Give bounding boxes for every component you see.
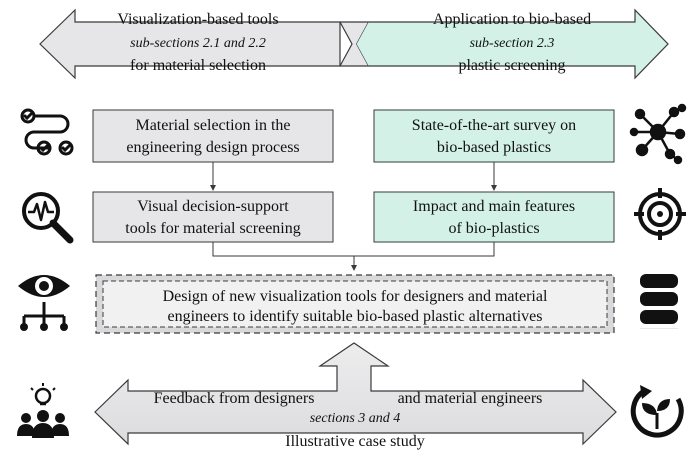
box-visual-tools-line2: tools for material screening	[125, 220, 301, 237]
header-right-subsection: sub-section 2.3	[470, 36, 555, 51]
box-new-tools	[95, 274, 615, 334]
box-impact-features	[373, 191, 615, 243]
target-icon	[634, 188, 686, 240]
header-arrow-right	[355, 8, 669, 80]
recycle-plant-icon	[630, 385, 684, 438]
feedback-arrow	[94, 342, 617, 446]
header-left-title: Visualization-based tools	[117, 11, 278, 28]
box-state-of-art-line2: bio-based plastics	[437, 139, 551, 156]
header-left-subtitle: for material selection	[130, 57, 266, 74]
eye-network-icon	[18, 275, 70, 331]
box-new-tools-line2: engineers to identify suitable bio-based…	[168, 308, 543, 325]
feedback-left-text: Feedback from designers	[154, 390, 315, 407]
box-impact-features-line2: of bio-plastics	[448, 220, 539, 237]
magnifier-pulse-icon	[22, 192, 74, 244]
header-right-subtitle: plastic screening	[458, 57, 565, 74]
header-left-subsections: sub-sections 2.1 and 2.2	[130, 36, 266, 51]
box-new-tools-line1: Design of new visualization tools for de…	[163, 288, 548, 305]
database-icon	[640, 274, 678, 329]
box-state-of-art-line1: State-of-the-art survey on	[412, 117, 576, 134]
workflow-path-icon	[20, 108, 74, 156]
sections-text: sections 3 and 4	[310, 411, 401, 426]
team-idea-icon	[17, 383, 69, 438]
box-visual-tools	[92, 191, 334, 243]
box-material-selection-line2: engineering design process	[126, 139, 299, 156]
box-impact-features-line1: Impact and main features	[413, 198, 575, 215]
arrow-row1-to-row2-left	[210, 162, 216, 191]
header-right-title: Application to bio-based	[433, 11, 591, 28]
merge-connector	[212, 242, 495, 271]
feedback-right-text: and material engineers	[398, 390, 543, 407]
arrow-row1-to-row2-right	[491, 162, 497, 191]
molecule-network-icon	[629, 103, 687, 165]
header-arrow-left	[39, 8, 341, 80]
box-material-selection-line1: Material selection in the	[135, 117, 290, 134]
box-material-selection	[92, 109, 334, 163]
box-visual-tools-line1: Visual decision-support	[137, 198, 289, 215]
case-study-text: Illustrative case study	[285, 433, 425, 450]
